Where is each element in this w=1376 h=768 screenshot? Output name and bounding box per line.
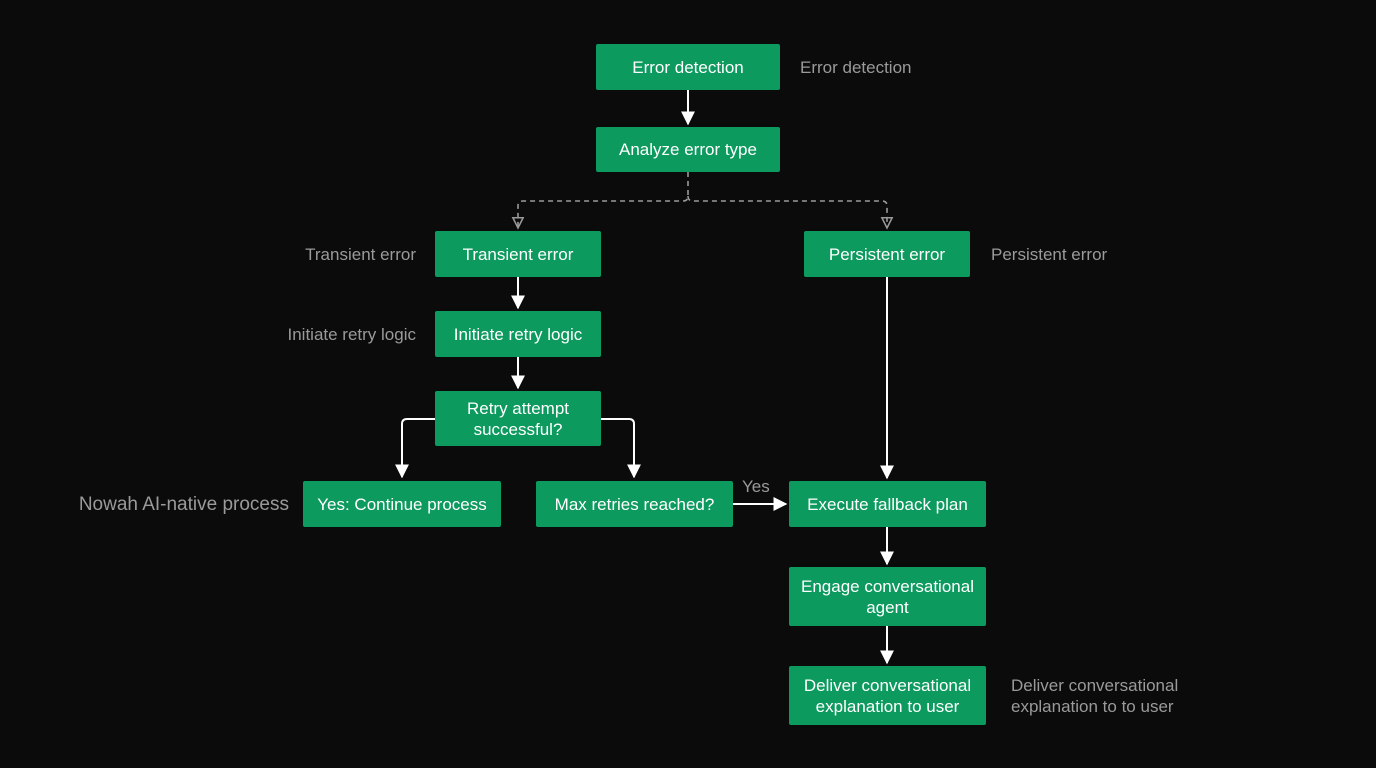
node-retry-attempt-successful: Retry attempt successful? <box>435 391 601 446</box>
edge-analyze-to-persistent <box>687 195 887 228</box>
side-label-transient-error: Transient error <box>305 245 416 264</box>
edge-decision-to-max <box>601 418 641 479</box>
node-engage-conversational-agent: Engage conversational agent <box>789 567 986 626</box>
edge-label-yes: Yes <box>742 477 770 496</box>
side-label-persistent-error: Persistent error <box>991 245 1108 264</box>
node-persistent-error: Persistent error <box>804 231 970 277</box>
node-transient-error: Transient error <box>435 231 601 277</box>
side-label-error-detection: Error detection <box>800 58 912 77</box>
node-deliver-explanation: Deliver conversational explanation to us… <box>789 666 986 725</box>
node-initiate-retry-logic: Initiate retry logic <box>435 311 601 357</box>
edge-decision-to-continue <box>395 418 435 479</box>
side-label-continue-process: Nowah AI-native process <box>78 494 289 515</box>
edge-analyze-to-transient <box>518 172 689 228</box>
node-max-retries-reached: Max retries reached? <box>536 481 733 527</box>
node-continue-process: Yes: Continue process <box>303 481 501 527</box>
node-error-detection: Error detection <box>596 44 780 90</box>
node-execute-fallback-plan: Execute fallback plan <box>789 481 986 527</box>
side-label-initiate-retry-logic: Initiate retry logic <box>287 325 417 344</box>
side-label-deliver-explanation: Deliver conversational explanation to to… <box>1011 676 1179 716</box>
node-analyze-error-type: Analyze error type <box>596 127 780 172</box>
